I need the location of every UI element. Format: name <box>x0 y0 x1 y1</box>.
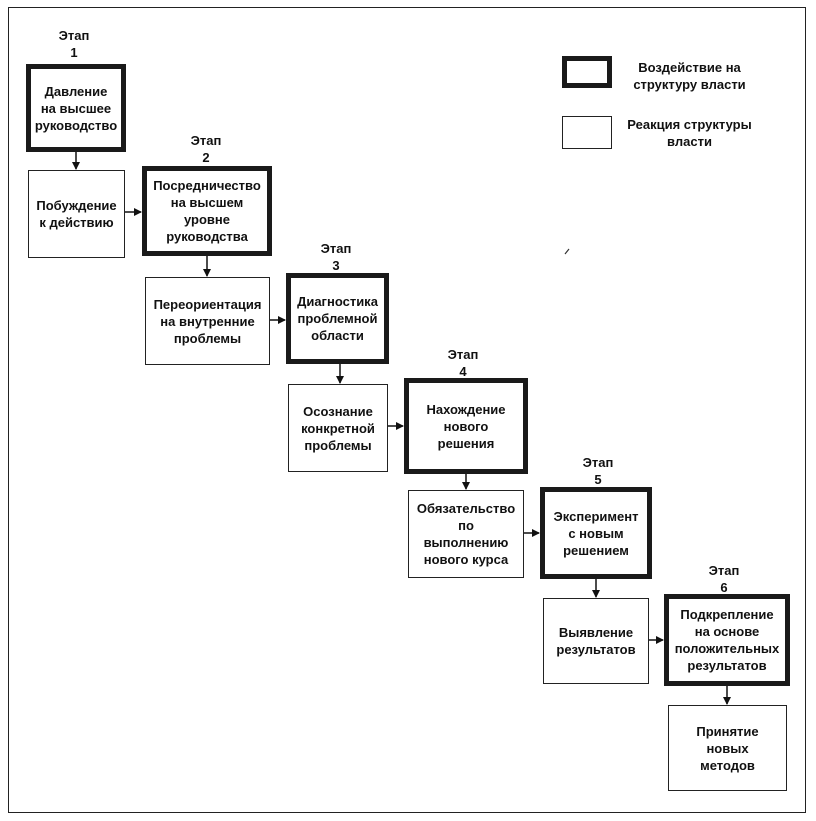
stage-6-label: Этап 6 <box>694 562 754 596</box>
stage-2-label: Этап 2 <box>176 132 236 166</box>
box-text-line: конкретной <box>301 420 375 436</box>
legend-reaction-text: Реакция структуры власти <box>622 116 757 150</box>
box-text-line: результатов <box>556 642 636 657</box>
stage-number: 1 <box>70 45 78 60</box>
box-text-line: методов <box>700 757 755 773</box>
stray-mark <box>564 248 570 255</box>
box-text-line: выполнению <box>423 535 509 550</box>
box-text-line: на внутренние <box>160 313 255 329</box>
legend-impact-line: структуру власти <box>633 77 746 92</box>
box-text-line: нового <box>443 418 489 434</box>
box-text-line: Диагностика <box>297 294 378 309</box>
legend-impact-text: Воздействие на структуру власти <box>622 59 757 93</box>
box-text-line: области <box>311 328 364 343</box>
box-text-line: Эксперимент <box>553 508 639 524</box>
reaction-box-5: Выявление результатов <box>543 598 649 684</box>
stage-label-text: Этап <box>582 455 614 470</box>
stage-number: 4 <box>459 364 467 379</box>
stage-label-text: Этап <box>708 563 740 578</box>
stage-number: 6 <box>720 580 728 595</box>
box-text-line: нового курса <box>423 552 509 567</box>
stage-number: 3 <box>332 258 340 273</box>
impact-box-1: Давление на высшее руководство <box>26 64 126 152</box>
box-text-line: руководства <box>166 229 248 244</box>
box-text-line: проблемной <box>297 311 378 326</box>
box-text-line: Нахождение <box>426 401 506 417</box>
box-text-line: Подкрепление <box>680 607 774 622</box>
box-text-line: Побуждение <box>36 198 117 213</box>
legend-reaction-swatch <box>562 116 612 149</box>
stage-label-text: Этап <box>190 133 222 148</box>
box-text-line: на высшее <box>40 100 112 116</box>
reaction-box-1: Побуждение к действию <box>28 170 125 258</box>
impact-box-3: Диагностика проблемной области <box>286 273 389 364</box>
box-text-line: Выявление <box>558 625 634 640</box>
stage-number: 5 <box>594 472 602 487</box>
stage-4-label: Этап 4 <box>433 346 493 380</box>
reaction-box-6: Принятие новых методов <box>668 705 787 791</box>
box-text-line: руководство <box>34 117 118 133</box>
impact-box-2: Посредничество на высшем уровне руководс… <box>142 166 272 256</box>
stage-label-text: Этап <box>58 28 90 43</box>
box-text-line: Посредничество <box>153 178 261 193</box>
box-text-line: на основе <box>694 624 760 639</box>
legend-reaction-line: власти <box>667 134 712 149</box>
impact-box-5: Эксперимент с новым решением <box>540 487 652 579</box>
reaction-box-4: Обязательство по выполнению нового курса <box>408 490 524 578</box>
legend-impact-line: Воздействие на <box>638 60 741 75</box>
reaction-box-2: Переориентация на внутренние проблемы <box>145 277 270 365</box>
box-text-line: новых <box>706 740 749 756</box>
stage-3-label: Этап 3 <box>306 240 366 274</box>
box-text-line: Осознание <box>303 403 373 419</box>
box-text-line: результатов <box>687 658 767 673</box>
box-text-line: на высшем <box>170 195 244 210</box>
stage-label-text: Этап <box>447 347 479 362</box>
box-text-line: по <box>458 518 474 533</box>
reaction-box-3: Осознание конкретной проблемы <box>288 384 388 472</box>
box-text-line: уровне <box>183 212 230 227</box>
stage-label-text: Этап <box>320 241 352 256</box>
legend-impact-swatch <box>562 56 612 88</box>
impact-box-4: Нахождение нового решения <box>404 378 528 474</box>
box-text-line: Обязательство <box>416 501 516 516</box>
stage-5-label: Этап 5 <box>568 454 628 488</box>
stage-number: 2 <box>202 150 210 165</box>
diagram-frame <box>8 7 806 813</box>
box-text-line: Переориентация <box>153 296 262 312</box>
box-text-line: с новым <box>568 525 624 541</box>
box-text-line: проблемы <box>304 437 372 453</box>
stage-1-label: Этап 1 <box>44 27 104 61</box>
legend-reaction-line: Реакция структуры <box>627 117 752 132</box>
box-text-line: Принятие <box>696 723 759 739</box>
box-text-line: проблемы <box>173 330 242 346</box>
box-text-line: к действию <box>39 215 114 230</box>
box-text-line: решением <box>563 542 629 558</box>
impact-box-6: Подкрепление на основе положительных рез… <box>664 594 790 686</box>
box-text-line: решения <box>437 435 495 451</box>
box-text-line: Давление <box>44 83 108 99</box>
box-text-line: положительных <box>674 641 780 656</box>
